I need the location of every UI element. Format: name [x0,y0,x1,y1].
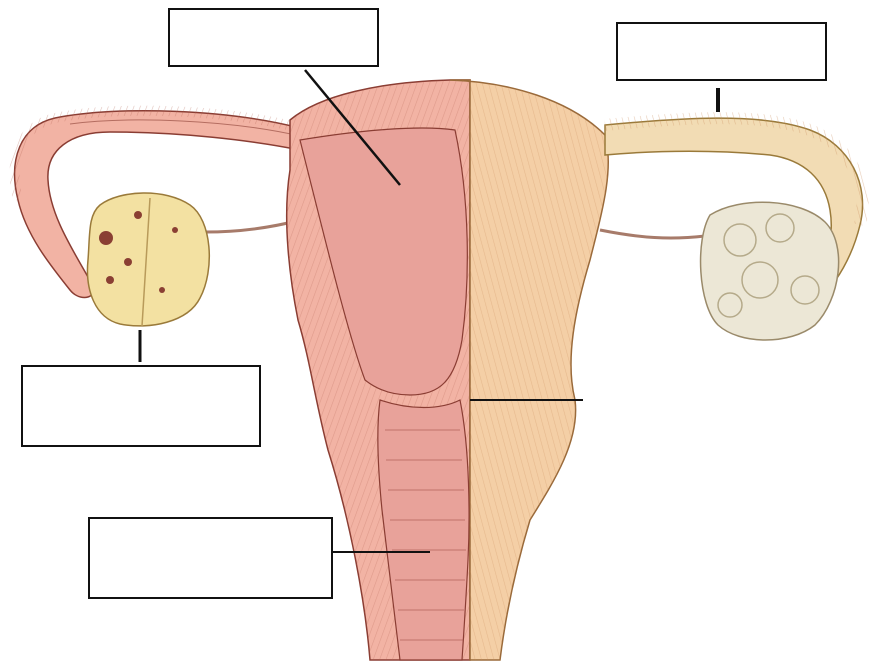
right-ovary [701,202,839,340]
uterine-wall-right [450,80,608,660]
left-ovarian-ligament [205,220,300,232]
label-box-top-center[interactable] [168,8,379,67]
label-box-left-middle[interactable] [21,365,261,447]
label-box-bottom-left[interactable] [88,517,333,599]
label-box-top-right[interactable] [616,22,827,81]
right-ovarian-ligament [600,230,705,238]
left-ovary [87,193,209,326]
